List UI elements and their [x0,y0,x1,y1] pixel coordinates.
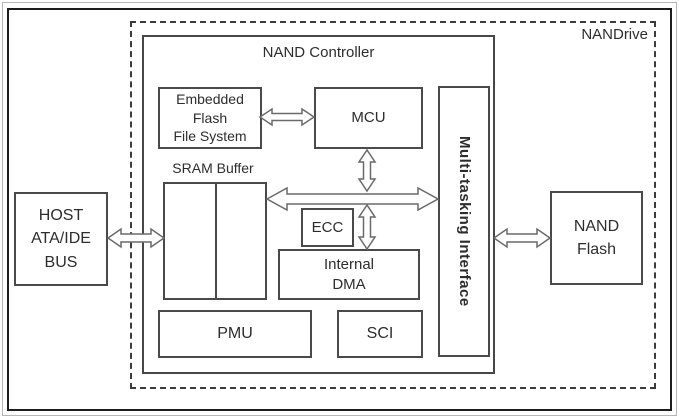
block-sram-buffer [163,182,267,300]
block-host-ata-ide-bus: HOST ATA/IDE BUS [14,192,108,286]
block-mcu: MCU [314,87,423,149]
block-ecc: ECC [301,208,354,247]
sram-buffer-label: SRAM Buffer [172,160,254,176]
block-sci: SCI [337,310,423,358]
nandrive-boundary [130,21,656,389]
block-internal-dma: Internal DMA [278,249,420,300]
block-multi-tasking-interface: Multi-tasking Interface [438,86,490,357]
nand-controller-title: NAND Controller [262,44,375,61]
block-pmu: PMU [158,310,312,358]
block-embedded-flash-file-system: Embedded Flash File System [158,87,262,149]
nand-controller-box [142,35,495,374]
nandrive-label: NANDrive [581,26,648,43]
block-nand-flash: NAND Flash [550,191,643,285]
outer-frame [7,8,672,411]
sram-buffer-divider [215,184,217,298]
multi-tasking-interface-label: Multi-tasking Interface [455,136,473,307]
